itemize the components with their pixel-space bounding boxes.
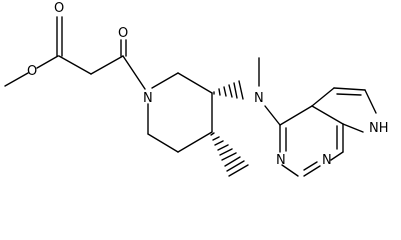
bond-pyrrole-c5-c6-inner: [336, 93, 362, 96]
hashed-wedge-c3-amine: [213, 80, 244, 100]
bond-pyrrole-n7-c7a: [342, 123, 364, 133]
bond-methoxy-methyl: [4, 72, 29, 87]
bond-pyr-c2-n1-b: [303, 161, 318, 171]
molecule-structure: O O O N N N N NH: [4, 1, 389, 177]
bond-ring-c4-c5: [177, 131, 213, 153]
bond-ester-to-methylene: [58, 55, 92, 75]
bond-n-to-heterocycle: [264, 105, 281, 126]
atom-label-pyrimidine-n1: N: [322, 153, 332, 168]
atom-label-ester-oxygen: O: [27, 64, 37, 79]
bond-pyr-c4a-fusion: [311, 105, 344, 125]
bond-pyrrole-c4a-c5: [311, 87, 335, 107]
bond-methylene-to-ketone: [90, 55, 124, 75]
bond-pyr-n1-c7a: [330, 151, 344, 161]
bond-ketone-to-nitrogen: [122, 55, 146, 90]
atom-label-piperidine-nitrogen: N: [143, 91, 153, 106]
bond-ring-n-c2: [151, 72, 179, 89]
bond-ring-c5-c6: [147, 133, 179, 153]
bond-pyrrole-c5-c6: [333, 87, 366, 91]
hashed-wedge-c4-methyl: [210, 132, 249, 177]
atom-label-pyrrole-nh: NH: [369, 121, 389, 136]
bond-methoxy-oxygen: [36, 55, 59, 69]
atom-label-amine-nitrogen: N: [254, 91, 264, 106]
bond-pyrrole-c6-n7: [364, 89, 377, 114]
bond-pyr-c2-n1-a: [303, 165, 321, 177]
bond-pyr-c4-c4a: [279, 105, 313, 126]
atom-label-ketone-oxygen: O: [118, 26, 128, 41]
bond-pyr-n3-c2: [281, 164, 299, 177]
atom-label-pyrimidine-n3: N: [276, 153, 286, 168]
atom-label-ester-carbonyl-oxygen: O: [54, 1, 64, 16]
bond-ring-c2-c3: [177, 72, 213, 94]
